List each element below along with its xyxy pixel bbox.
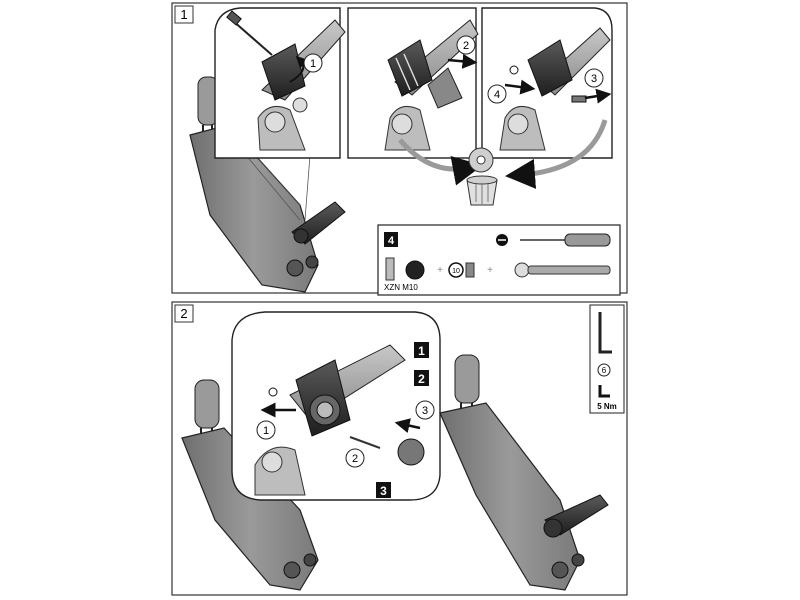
panel-1-number: 1 [180,7,187,22]
parts-bolt-label: XZN M10 [384,283,418,292]
part-labels: 1 2 3 [376,342,429,498]
detail-step-1: 1 [214,7,346,159]
panel-2-step-2: 2 [352,453,358,465]
panel-2-step-3: 3 [422,405,428,417]
part-number-2: 2 [418,372,425,386]
hex-key-icon [598,312,612,354]
detail-step-2: 2 [347,7,479,159]
torque-label: 5 Nm [597,402,617,411]
parts-plus-1: + [437,265,443,276]
detail-step-3-4: 4 3 [481,7,613,159]
armrest-on-seat [291,201,346,245]
screwdriver-icon [496,233,611,247]
seat-left-illustration [181,379,319,591]
panel-1: 1 1 [171,2,628,296]
part-number-3: 3 [380,484,387,498]
tool-box: 6 5 Nm [589,304,625,414]
ratchet-wrench-icon [514,262,611,278]
panel-1-step-2: 2 [463,40,469,52]
panel-2-number: 2 [180,306,187,321]
parts-washer-label: 10 [452,268,460,275]
hex-size-label: 6 [602,366,607,375]
removed-parts [398,119,608,206]
part-number-1: 1 [418,344,425,358]
panel-2: 2 1 2 3 [171,301,628,596]
panel-2-step-1: 1 [263,425,269,437]
panel-1-step-1: 1 [310,58,316,70]
panel-1-step-4: 4 [494,89,500,101]
seat-right-illustration [439,354,609,591]
parts-part-number: 4 [388,235,395,247]
panel-1-step-3: 3 [591,73,597,85]
parts-plus-2: + [487,265,493,276]
detail-install: 1 2 3 [231,311,441,501]
parts-tools-box: 4 XZN M10 + 10 + [377,224,621,296]
torque-icon [598,385,610,398]
